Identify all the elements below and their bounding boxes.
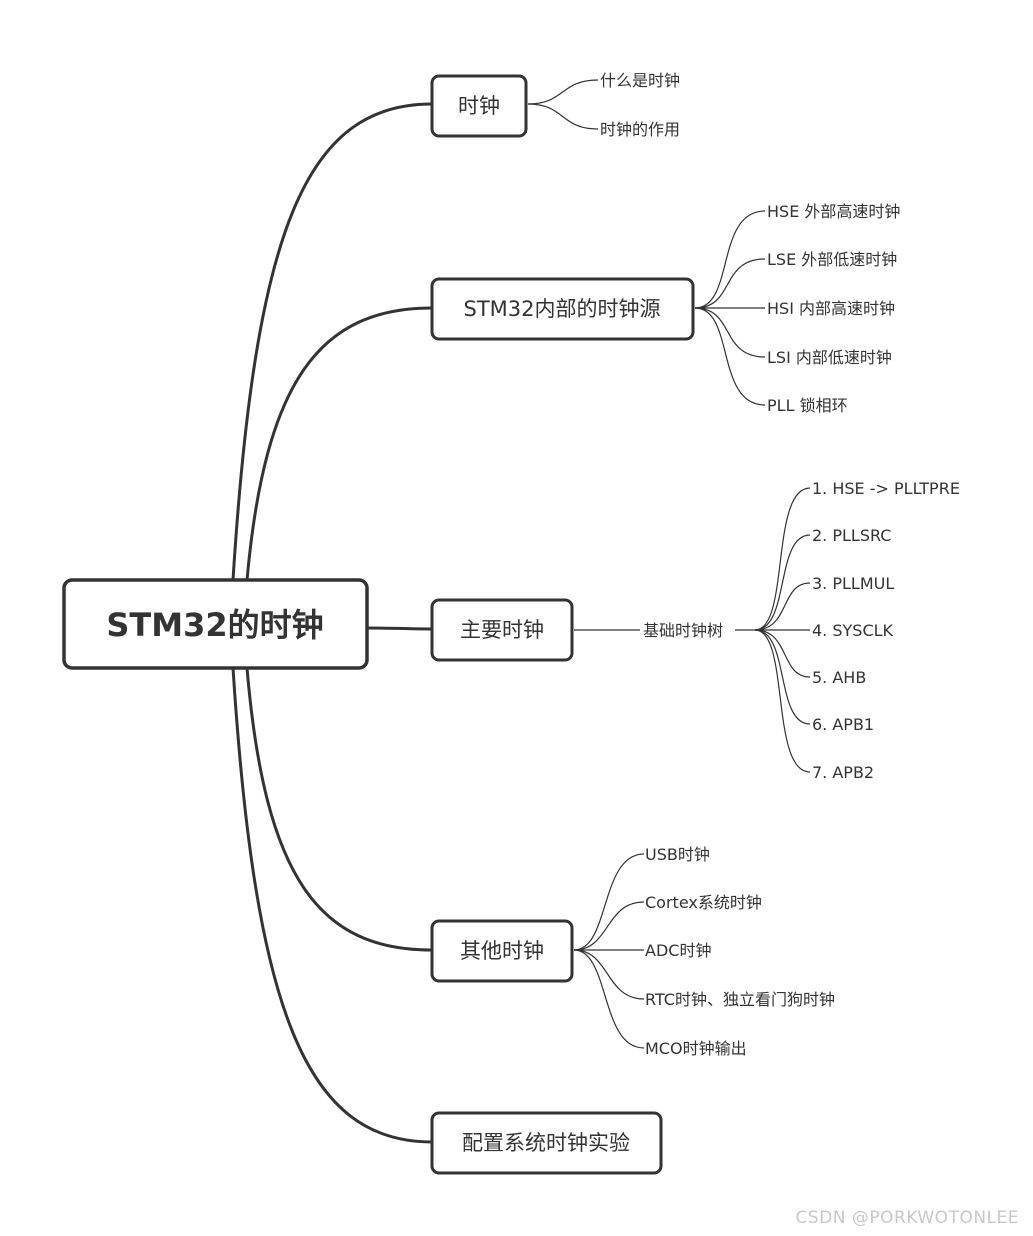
connector-root-to-clock [231,102,433,581]
branch-node-clock-sources[interactable] [430,277,695,341]
sub-node-label: 基础时钟树 [643,621,723,640]
leaf-connector [527,103,599,130]
leaf-connector [754,629,811,773]
leaf-connector [573,949,645,1000]
branch-label-config-experiment: 配置系统时钟实验 [462,1131,630,1155]
branch-label-clock-sources: STM32内部的时钟源 [464,297,661,321]
leaf-connector [754,582,811,631]
leaf-connector [754,487,811,631]
leaf-connector [573,853,645,951]
leaf-connector [754,629,811,678]
branch-label-clock: 时钟 [458,94,500,118]
leaf-label: 7. APB2 [812,763,874,782]
leaf-label: HSE 外部高速时钟 [767,202,900,221]
leaf-label: MCO时钟输出 [645,1039,747,1058]
branch-label-other-clock: 其他时钟 [460,939,544,963]
branch-node-clock[interactable] [430,74,528,138]
root-node[interactable] [62,578,369,670]
leaf-label: 1. HSE -> PLLTPRE [812,479,960,498]
leaf-label: RTC时钟、独立看门狗时钟 [645,990,835,1009]
leaf-connector [573,949,645,1049]
connector-root-to-other-clock [245,667,433,952]
leaf-label: 5. AHB [812,668,866,687]
branch-node-other-clock[interactable] [430,919,574,983]
leaf-connector [694,258,766,309]
branch-node-config-experiment[interactable] [430,1111,663,1175]
leaf-connector [527,79,599,105]
leaf-label: ADC时钟 [645,941,711,960]
leaf-label: 什么是时钟 [600,71,680,90]
leaf-label: 4. SYSCLK [812,621,894,640]
connector-root-to-config [231,667,433,1144]
root-node-label: STM32的时钟 [106,606,323,644]
leaf-label: LSE 外部低速时钟 [767,250,897,269]
leaf-label: 2. PLLSRC [812,526,891,545]
leaf-label: LSI 内部低速时钟 [767,348,892,367]
leaf-connector [573,901,645,951]
leaf-connector [754,534,811,631]
leaf-label: 6. APB1 [812,715,874,734]
leaf-label: PLL 锁相环 [767,396,848,415]
leaf-connector [754,629,811,725]
connector-root-to-sources [245,306,433,581]
leaf-label: 3. PLLMUL [812,574,894,593]
leaf-label: 时钟的作用 [600,120,680,139]
leaf-label: HSI 内部高速时钟 [767,299,895,318]
leaf-connector [694,307,766,358]
branch-label-main-clock: 主要时钟 [460,618,544,642]
leaf-label: Cortex系统时钟 [645,893,762,912]
leaf-connector [694,307,766,406]
leaf-connector [694,210,766,309]
connector-root-to-main-clock [366,626,433,631]
branch-node-main-clock[interactable] [430,598,574,662]
leaf-label: USB时钟 [645,845,710,864]
watermark: CSDN @PORKWOTONLEE [795,1208,1019,1228]
